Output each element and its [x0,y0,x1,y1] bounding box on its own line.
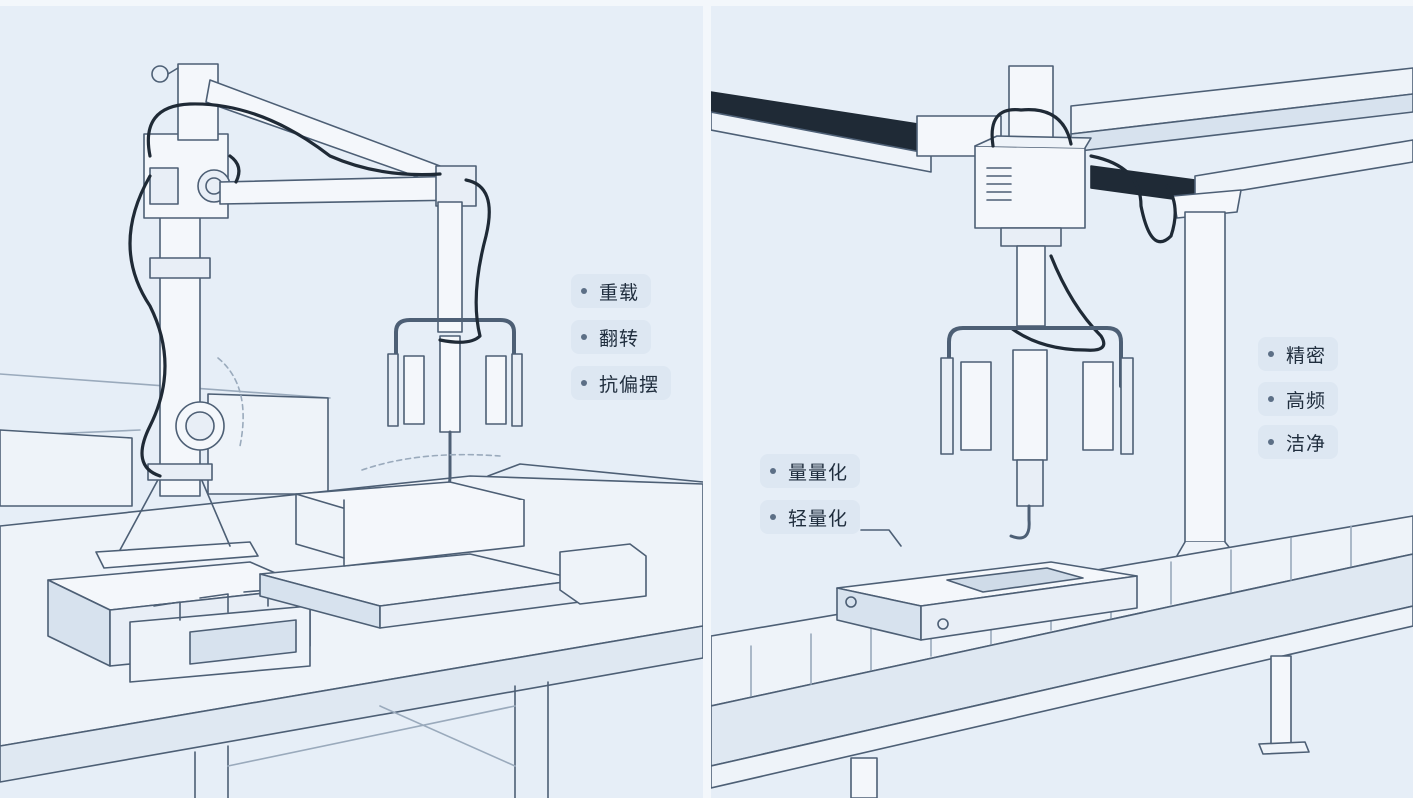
feature-tag-label: 高频 [1286,389,1327,412]
gantry-support-leg [1170,189,1242,567]
left-panel-heavy-duty-arm: 重载 翻转 抗偏摆 [0,6,703,798]
hanging-gripper [387,201,523,493]
feature-tag-anti-sway: 抗偏摆 [571,366,672,400]
bullet-dot [581,380,587,386]
gantry-carriage [974,65,1092,327]
right-panel-drawing [711,65,1413,798]
background-box [0,393,329,507]
bullet-dot [1268,439,1274,445]
conveyor-belt [711,515,1413,798]
feature-tag-lightweight: 轻量化 [760,500,861,534]
feature-tag-label: 轻量化 [788,507,849,530]
feature-tag-quantification: 量量化 [760,454,861,488]
right-panel-precision-gantry: 精密 高频 洁净 量量化 轻量化 [711,6,1413,798]
robot-upper-arm [205,79,477,207]
bullet-dot [581,334,587,340]
left-panel-drawing [0,63,703,798]
feature-tag-flip: 翻转 [571,320,652,354]
feature-tag-label: 翻转 [599,327,640,350]
robot-cables [128,102,491,478]
feature-tag-label: 精密 [1286,344,1327,367]
feature-tag-heavy-load: 重载 [571,274,652,308]
gantry-beam [711,67,1413,203]
bullet-dot [581,288,587,294]
robot-base-block [47,561,311,683]
conveyor-workpiece [836,561,1138,641]
bullet-dot [1268,351,1274,357]
feature-tag-high-frequency: 高频 [1258,382,1339,416]
gantry-cables [990,108,1177,352]
workpiece-fixture [259,481,647,629]
feature-tag-clean: 洁净 [1258,425,1339,459]
feature-tag-label: 量量化 [788,461,849,484]
feature-tag-label: 抗偏摆 [599,373,660,396]
bullet-dot [770,468,776,474]
bullet-dot [770,514,776,520]
feature-tag-label: 重载 [599,281,640,304]
bullet-dot [1268,396,1274,402]
gantry-gripper [940,326,1134,540]
feature-tag-label: 洁净 [1286,432,1327,455]
feature-tag-precision: 精密 [1258,337,1339,371]
